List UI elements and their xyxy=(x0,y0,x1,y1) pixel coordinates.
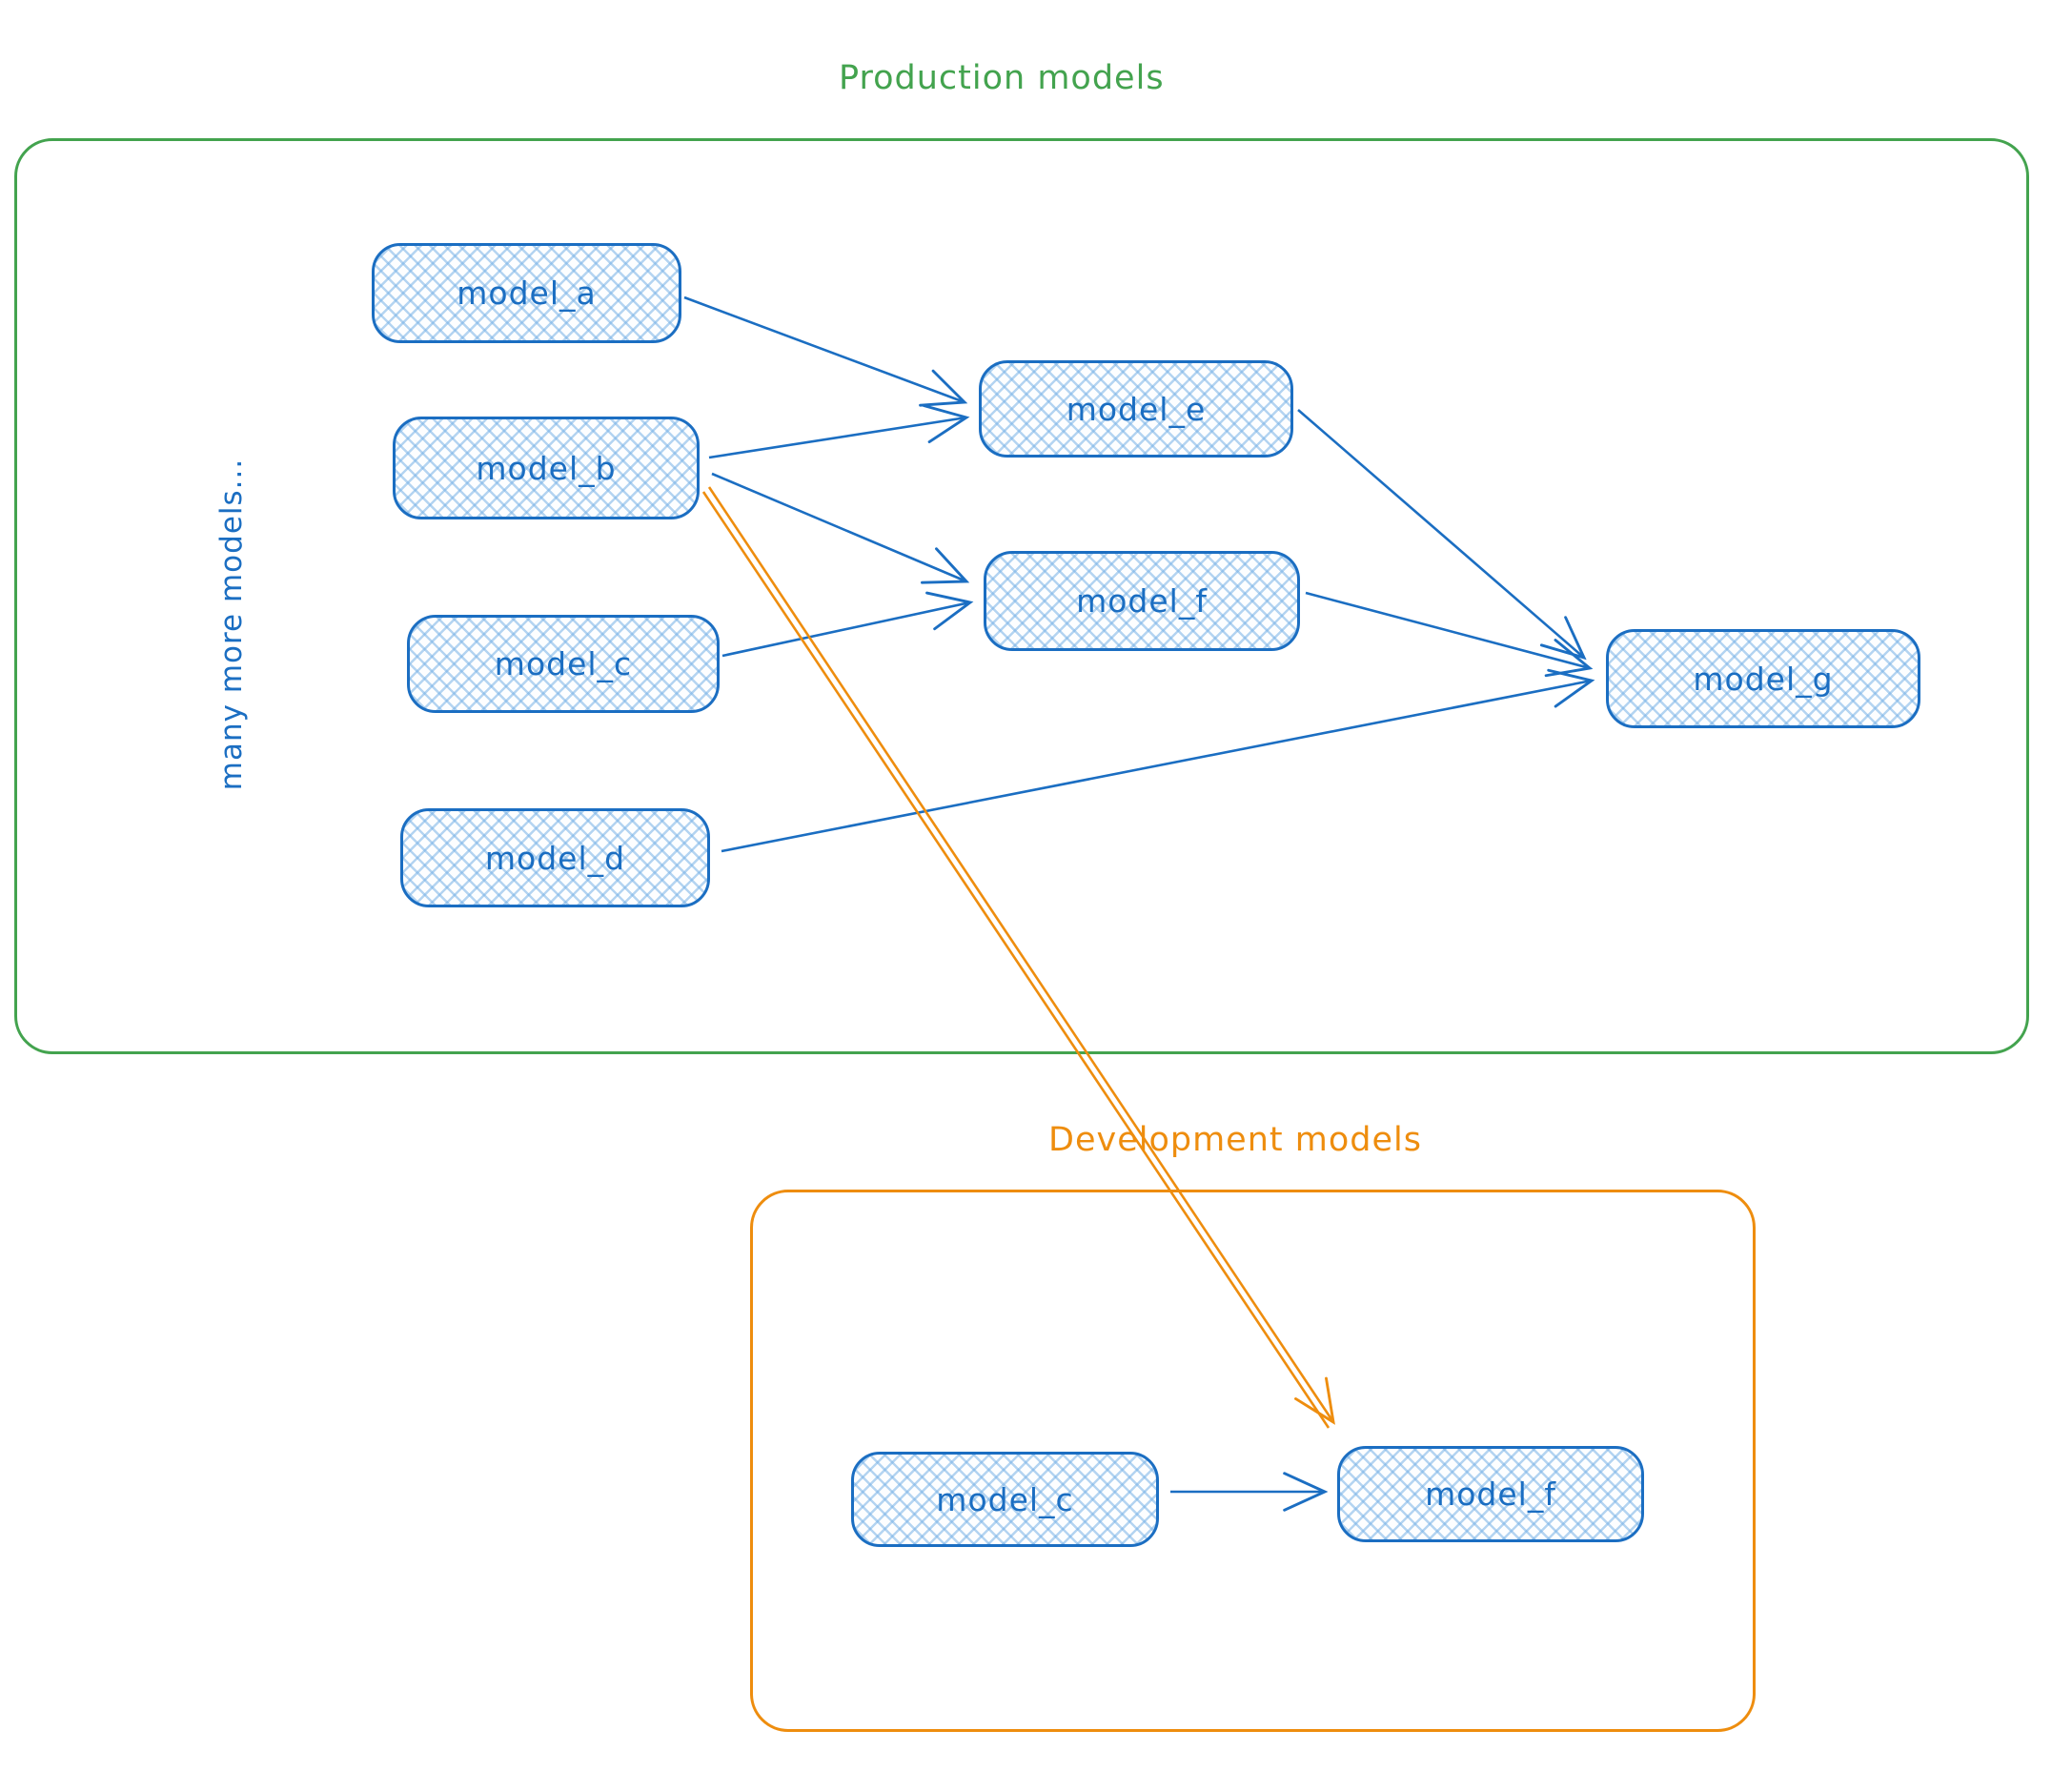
production-group-title: Production models xyxy=(839,59,1165,97)
many-more-models-note: many more models... xyxy=(214,458,249,791)
node-dev-model-f: model_f xyxy=(1337,1446,1644,1542)
node-model-a: model_a xyxy=(372,243,681,343)
node-model-e: model_e xyxy=(979,360,1293,458)
node-dev-model-c: model_c xyxy=(851,1452,1159,1547)
node-model-d: model_d xyxy=(400,808,710,907)
node-model-f: model_f xyxy=(984,551,1300,651)
node-model-b: model_b xyxy=(393,417,700,519)
node-model-g: model_g xyxy=(1606,629,1920,728)
development-group-title: Development models xyxy=(1048,1121,1422,1159)
node-model-c: model_c xyxy=(407,615,720,713)
